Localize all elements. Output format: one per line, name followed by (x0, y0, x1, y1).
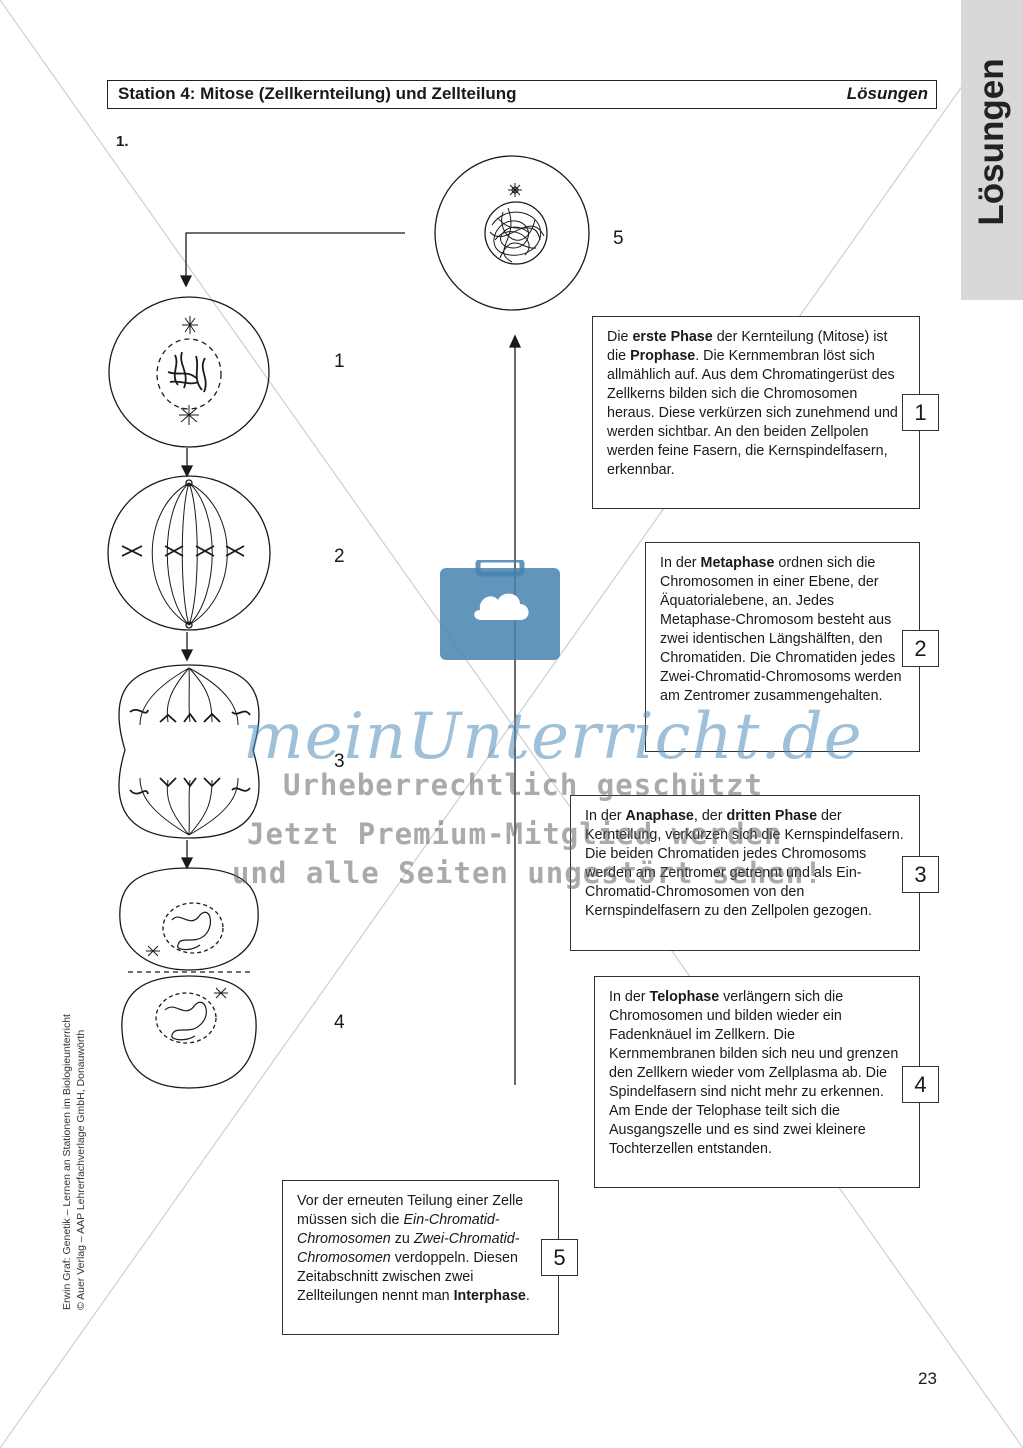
box-text-part: der Kernteilung (Mitose) ist die (607, 329, 888, 364)
stage-label-1: 1 (334, 351, 345, 372)
box-text-part: erste Phase (632, 329, 713, 345)
prophase-text: Die erste Phase der Kernteilung (Mitose)… (607, 328, 905, 480)
arrow-3-4 (180, 840, 194, 870)
box-text-part: Anaphase (625, 808, 694, 824)
stage-label-5: 5 (613, 228, 624, 249)
box-text-part: In der (609, 989, 650, 1005)
metaphase-text: In der Metaphase ordnen sich die Chromos… (660, 554, 905, 706)
watermark-line-3: und alle Seiten ungestört sehen! (232, 856, 823, 890)
stage-label-4: 4 (334, 1012, 345, 1033)
solutions-tab: Lösungen (961, 0, 1023, 300)
interphase-box: Vor der erneuten Teilung einer Zelle müs… (282, 1180, 559, 1335)
arrow-1-2 (180, 448, 194, 478)
box-text-part: . Die Kernmembran löst sich allmählich a… (607, 348, 898, 478)
box-text-part: Prophase (630, 348, 696, 364)
box-text-part: verlängern sich die Chromosomen und bild… (609, 989, 899, 1157)
cycle-arrow-top (179, 232, 405, 288)
box-text-part: zu (390, 1231, 414, 1247)
interphase-text: Vor der erneuten Teilung einer Zelle müs… (297, 1192, 544, 1306)
metaphase-number-box: 2 (902, 630, 939, 667)
cycle-arrow-up (508, 334, 522, 1085)
cell-telophase (119, 867, 259, 1089)
box-text-part: . (525, 1288, 530, 1304)
page-number: 23 (918, 1369, 937, 1388)
credits-line-2: © Auer Verlag – AAP Lehrerfachverlage Gm… (75, 1029, 87, 1310)
telophase-number-box: 4 (902, 1066, 939, 1103)
anaphase-box: In der Anaphase, der dritten Phase der K… (570, 795, 920, 951)
cell-metaphase (107, 475, 271, 631)
box-text-part: ordnen sich die Chromosomen in einer Ebe… (660, 555, 902, 704)
cell-anaphase (118, 664, 260, 839)
credits-line-1: Erwin Graf: Genetik – Lernen an Statione… (61, 1014, 73, 1310)
watermark-brand: meinUnterricht.de (243, 700, 863, 774)
box-text-part: , der (693, 808, 727, 824)
box-text-part: In der (585, 808, 626, 824)
box-text-part: dritten Phase (726, 808, 818, 824)
credits-sidenote: Erwin Graf: Genetik – Lernen an Statione… (60, 1014, 88, 1310)
anaphase-number-box: 3 (902, 856, 939, 893)
stage-label-3: 3 (334, 751, 345, 772)
metaphase-box: In der Metaphase ordnen sich die Chromos… (645, 542, 920, 752)
box-text-part: der Kernteilung, verkürzen sich die Kern… (585, 808, 904, 919)
telophase-text: In der Telophase verlängern sich die Chr… (609, 988, 905, 1159)
arrow-2-3 (180, 632, 194, 662)
box-text-part: Metaphase (700, 555, 775, 571)
task-number: 1. (116, 133, 129, 150)
solutions-label: Lösungen (846, 84, 928, 103)
cell-prophase (108, 296, 270, 448)
box-text-part: Vor der erneuten Teilung einer Zelle müs… (297, 1193, 524, 1228)
mitosis-diagram (107, 155, 590, 1089)
box-text-part: Die (607, 329, 633, 345)
solutions-tab-label: Lösungen (972, 58, 1011, 226)
box-text-part: In der (660, 555, 701, 571)
anaphase-text: In der Anaphase, der dritten Phase der K… (585, 807, 905, 921)
box-text-part: Interphase (453, 1288, 526, 1304)
page-title: Station 4: Mitose (Zellkernteilung) und … (118, 84, 517, 103)
briefcase-watermark-icon (440, 560, 560, 660)
box-text-part: Telophase (649, 989, 720, 1005)
watermark-line-2: Jetzt Premium-Mitglied werden (247, 817, 783, 851)
prophase-box: Die erste Phase der Kernteilung (Mitose)… (592, 316, 920, 509)
cell-interphase (434, 155, 590, 311)
watermark-line-1: Urheberrechtlich geschützt (283, 768, 763, 802)
station-header: Station 4: Mitose (Zellkernteilung) und … (107, 80, 937, 109)
box-text-part: Zwei-Chromatid-Chromosomen (297, 1231, 520, 1266)
stage-label-2: 2 (334, 546, 345, 567)
box-text-part: ver­doppeln. Diesen Zeitabschnitt zwisch… (297, 1250, 518, 1304)
box-text-part: Ein-Chro­matid-Chromosomen (297, 1212, 500, 1247)
telophase-box: In der Telophase verlängern sich die Chr… (594, 976, 920, 1188)
interphase-number-box: 5 (541, 1239, 578, 1276)
prophase-number-box: 1 (902, 394, 939, 431)
